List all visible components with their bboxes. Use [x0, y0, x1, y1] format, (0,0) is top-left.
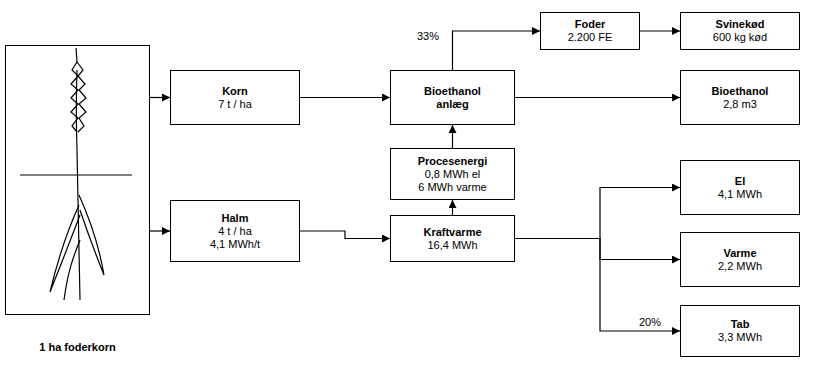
- awn: [76, 48, 77, 62]
- process-box: Korn7 t / ha: [170, 70, 300, 125]
- box-value: 7 t / ha: [218, 98, 252, 111]
- box-heading: Varme: [723, 247, 756, 260]
- box-heading: Bioethanol: [712, 85, 769, 98]
- box-value: 16,4 MWh: [427, 239, 477, 252]
- process-box: Procesenergi0,8 MWh el6 MWh varme: [390, 148, 515, 200]
- box-heading: 1 ha foderkorn: [6, 341, 149, 354]
- box-heading: Procesenergi: [418, 155, 488, 168]
- box-heading: Kraftvarme: [423, 226, 481, 239]
- box-value: 0,8 MWh el: [425, 168, 481, 181]
- flow-arrow: [515, 239, 680, 332]
- flow-arrow: [300, 97, 390, 98]
- flow-arrow: [515, 239, 680, 260]
- box-value: 600 kg kød: [713, 31, 767, 44]
- flow-arrow: [150, 97, 170, 98]
- process-box: Tab3,3 MWh: [680, 305, 800, 357]
- box-heading: Foder: [575, 18, 606, 31]
- process-box: Varme2,2 MWh: [680, 232, 800, 287]
- box-value: 3,3 MWh: [718, 331, 762, 344]
- box-heading: Bioethanol anlæg: [413, 85, 493, 111]
- plant-drawing: [20, 48, 132, 300]
- box-value: 2,2 MWh: [718, 260, 762, 273]
- flow-arrow: [300, 231, 390, 239]
- ground-line: [20, 174, 132, 175]
- illustration-frame: 1 ha foderkorn: [5, 45, 150, 315]
- grain-ear: [71, 62, 86, 132]
- box-heading: Halm: [222, 212, 249, 225]
- flow-arrow: [452, 200, 453, 215]
- box-value: 2.200 FE: [568, 31, 613, 44]
- flow-arrow: [640, 30, 680, 31]
- process-box: Svinekød600 kg kød: [680, 12, 800, 50]
- box-value: 2,8 m3: [723, 98, 757, 111]
- flow-arrow: [452, 125, 453, 148]
- share-label: 20%: [638, 316, 662, 329]
- flow-arrow: [150, 230, 170, 231]
- leaf: [50, 205, 80, 292]
- flow-arrow: [453, 31, 541, 70]
- leaf: [64, 240, 80, 300]
- flow-arrow: [515, 97, 680, 98]
- box-value: 6 MWh varme: [418, 181, 486, 194]
- leaf: [79, 195, 104, 275]
- flow-arrow: [515, 188, 680, 239]
- process-box: Halm4 t / ha4,1 MWh/t: [170, 200, 300, 262]
- process-box: El4,1 MWh: [680, 160, 800, 215]
- box-heading: Tab: [731, 318, 750, 331]
- box-value: 4 t / ha: [218, 225, 252, 238]
- box-heading: Korn: [222, 85, 248, 98]
- box-value: 4,1 MWh: [718, 188, 762, 201]
- share-label: 33%: [416, 30, 440, 43]
- process-box: Bioethanol anlæg: [390, 70, 515, 125]
- process-box: Kraftvarme16,4 MWh: [390, 215, 515, 262]
- box-heading: El: [735, 175, 745, 188]
- box-heading: Svinekød: [716, 18, 765, 31]
- box-value: 4,1 MWh/t: [210, 238, 260, 251]
- process-box: Foder2.200 FE: [540, 12, 640, 50]
- process-box: Bioethanol2,8 m3: [680, 70, 800, 125]
